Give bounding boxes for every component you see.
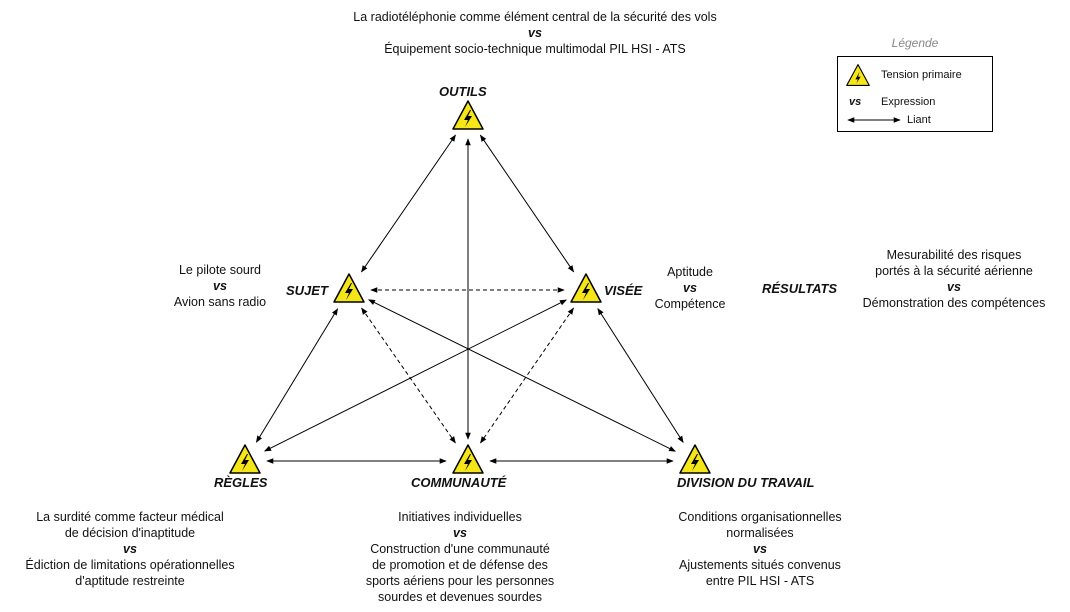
tension-visee-line1: Aptitude bbox=[667, 265, 713, 279]
tension-resultats-line1a: Mesurabilité des risques bbox=[886, 248, 1022, 262]
tension-outils-text: La radiotéléphonie comme élément central… bbox=[235, 9, 835, 57]
tension-resultats-line2: Démonstration des compétences bbox=[862, 296, 1046, 310]
tension-division-line2a: Ajustements situés convenus bbox=[679, 558, 841, 572]
vs-label: vs bbox=[683, 281, 697, 295]
warning-icon-division bbox=[679, 444, 711, 474]
tension-sujet-line1: Le pilote sourd bbox=[178, 263, 261, 277]
tension-regles-line2b: d'aptitude restreinte bbox=[75, 574, 185, 588]
tension-division-line1b: normalisées bbox=[726, 526, 794, 540]
tension-communaute-line2d: sourdes et devenues sourdes bbox=[378, 590, 542, 604]
tension-sujet-text: Le pilote sourd vs Avion sans radio bbox=[140, 262, 300, 310]
legend-tension-label: Tension primaire bbox=[881, 69, 962, 81]
tension-regles-line1a: La surdité comme facteur médical bbox=[36, 510, 224, 524]
edge-sujet-regles bbox=[255, 308, 339, 443]
legend-double-arrow-icon bbox=[847, 117, 901, 123]
node-visee-label: VISÉE bbox=[604, 283, 643, 298]
node-regles-label: RÈGLES bbox=[214, 475, 268, 490]
tension-communaute-line1: Initiatives individuelles bbox=[398, 510, 522, 524]
node-communaute-label: COMMUNAUTÉ bbox=[411, 475, 507, 490]
tension-visee-line2: Compétence bbox=[654, 297, 726, 311]
legend-vs-symbol: vs bbox=[849, 96, 862, 108]
tension-division-line1a: Conditions organisationnelles bbox=[678, 510, 842, 524]
tension-communaute-text: Initiatives individuelles vs Constructio… bbox=[340, 509, 580, 605]
edge-visee-division bbox=[597, 308, 684, 443]
tension-communaute-line2b: de promotion et de défense des bbox=[372, 558, 548, 572]
tension-regles-text: La surdité comme facteur médical de déci… bbox=[4, 509, 256, 589]
tension-communaute-line2a: Construction d'une communauté bbox=[370, 542, 550, 556]
tension-outils-line2: Équipement socio-technique multimodal PI… bbox=[384, 42, 686, 56]
tension-division-line2b: entre PIL HSI - ATS bbox=[705, 574, 815, 588]
tension-resultats-line1b: portés à la sécurité aérienne bbox=[875, 264, 1033, 278]
warning-icon-communaute bbox=[452, 444, 484, 474]
tension-regles-line2a: Édiction de limitations opérationnelles bbox=[25, 558, 235, 572]
node-sujet-label: SUJET bbox=[286, 283, 328, 298]
warning-icon-outils bbox=[452, 100, 484, 130]
legend-liant-label: Liant bbox=[907, 114, 931, 126]
vs-label: vs bbox=[213, 279, 227, 293]
vs-label: vs bbox=[453, 526, 467, 540]
edge-outils-sujet bbox=[361, 134, 456, 273]
vs-label: vs bbox=[753, 542, 767, 556]
node-resultats-label: RÉSULTATS bbox=[762, 281, 838, 296]
node-outils-label: OUTILS bbox=[439, 84, 487, 99]
legend-title: Légende bbox=[891, 36, 939, 50]
edge-sujet-communaute bbox=[361, 307, 456, 444]
tension-outils-line1: La radiotéléphonie comme élément central… bbox=[353, 10, 717, 24]
vs-label: vs bbox=[123, 542, 137, 556]
vs-label: vs bbox=[528, 26, 542, 40]
warning-icon-sujet bbox=[333, 273, 365, 303]
tension-sujet-line2: Avion sans radio bbox=[173, 295, 267, 309]
node-division-label: DIVISION DU TRAVAIL bbox=[677, 475, 815, 490]
warning-icon-visee bbox=[570, 273, 602, 303]
legend-expression-label: Expression bbox=[881, 96, 936, 108]
warning-icon-regles bbox=[229, 444, 261, 474]
tension-resultats-text: Mesurabilité des risques portés à la séc… bbox=[848, 247, 1060, 311]
legend-warning-icon bbox=[846, 64, 870, 86]
tension-regles-line1b: de décision d'inaptitude bbox=[64, 526, 196, 540]
tension-division-text: Conditions organisationnelles normalisée… bbox=[650, 509, 870, 589]
edge-outils-visee bbox=[479, 134, 575, 273]
tension-communaute-line2c: sports aériens pour les personnes bbox=[365, 574, 555, 588]
vs-label: vs bbox=[947, 280, 961, 294]
edge-visee-communaute bbox=[480, 307, 574, 444]
tension-visee-text: Aptitude vs Compétence bbox=[630, 264, 750, 312]
